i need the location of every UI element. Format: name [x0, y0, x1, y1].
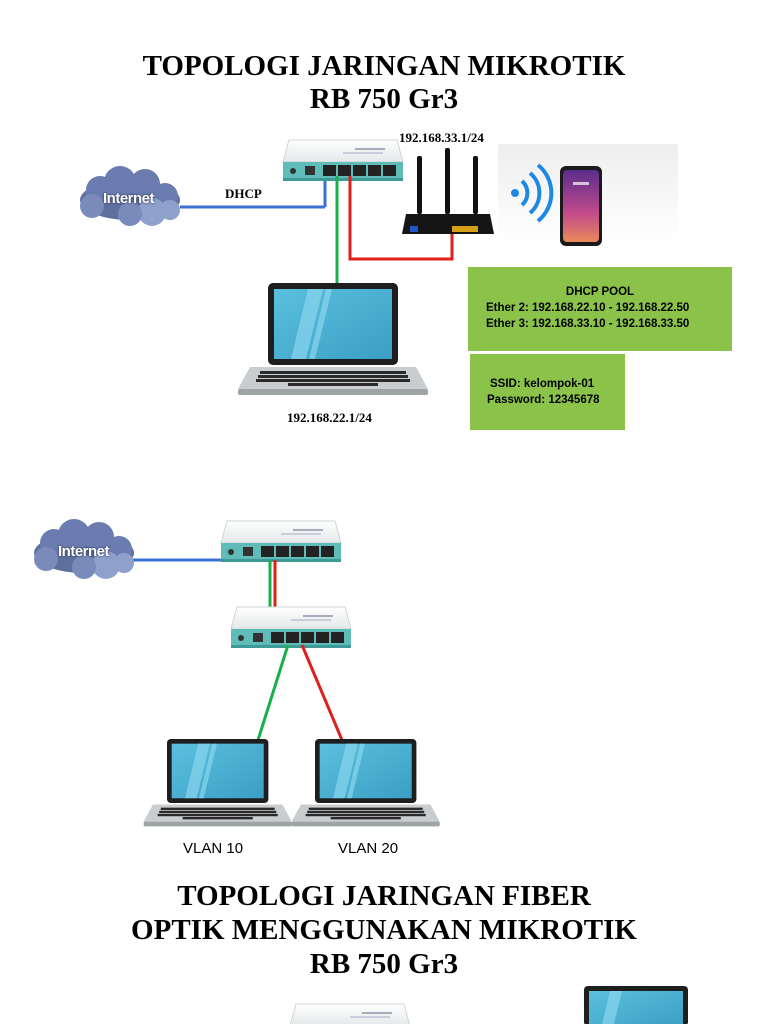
- dhcp-pool-box: DHCP POOL Ether 2: 192.168.22.10 - 192.1…: [468, 267, 732, 351]
- wifi-password: Password: 12345678: [487, 394, 600, 406]
- diagram2: [34, 519, 440, 827]
- diagram1: [80, 139, 678, 395]
- mikrotik-router-icon: [282, 139, 404, 182]
- mikrotik-router-icon: [289, 1003, 411, 1024]
- laptop-vlan10-icon: [143, 739, 292, 827]
- router-ip-label: 192.168.33.1/24: [399, 130, 484, 145]
- title-fiber-line1: TOPOLOGI JARINGAN FIBER: [177, 880, 591, 912]
- vlan20-cable: [300, 644, 344, 741]
- wifi-signal-icon: [511, 163, 554, 223]
- vlan20-label: VLAN 20: [338, 840, 399, 857]
- mikrotik-router-2-icon: [230, 606, 352, 649]
- internet-cloud-label: Internet: [58, 543, 110, 560]
- title-fiber-line3: RB 750 Gr3: [309, 948, 459, 980]
- laptop-vlan20-icon: [291, 739, 440, 827]
- ether3-cable: [348, 176, 454, 261]
- title-mikrotik-line2: RB 750 Gr3: [309, 83, 459, 115]
- dhcp-pool-ether3: Ether 3: 192.168.33.10 - 192.168.33.50: [486, 318, 690, 330]
- title-mikrotik-line1: TOPOLOGI JARINGAN MIKROTIK: [142, 50, 626, 82]
- wireless-router-icon: [402, 148, 494, 234]
- mikrotik-router-1-icon: [220, 520, 342, 563]
- vlan10-label: VLAN 10: [183, 840, 244, 857]
- laptop-ip-label: 192.168.22.1/24: [287, 410, 372, 425]
- title-fiber-line2: OPTIK MENGGUNAKAN MIKROTIK: [131, 914, 637, 946]
- wifi-ssid: SSID: kelompok-01: [490, 378, 595, 390]
- dhcp-link-label: DHCP: [225, 186, 262, 201]
- vlan10-cable: [256, 644, 290, 741]
- internet-cloud-label: Internet: [103, 190, 155, 207]
- dhcp-pool-ether2: Ether 2: 192.168.22.10 - 192.168.22.50: [486, 302, 690, 314]
- diagram3: [289, 986, 688, 1024]
- laptop-partial-icon: [584, 986, 688, 1024]
- wifi-credentials-box: SSID: kelompok-01 Password: 12345678: [470, 354, 625, 430]
- laptop-icon: [238, 283, 428, 395]
- smartphone-icon: [560, 166, 602, 246]
- dhcp-pool-heading: DHCP POOL: [565, 286, 635, 298]
